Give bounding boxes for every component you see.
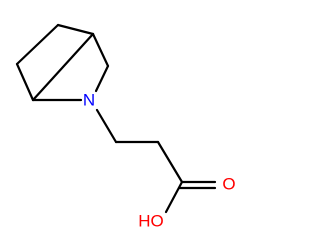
bond-c-beta-to-carboxyl-carbon (156, 140, 184, 184)
bicyclic-ring (15, 23, 110, 102)
bond-carboxyl-carbon-to-hydroxyl (164, 180, 184, 214)
bond-bridgehead-top-to-c1 (56, 23, 95, 36)
propanoic-acid-chain (95, 108, 217, 214)
chemical-structure: N O HO (15, 23, 236, 230)
nitrogen-atom-label: N (83, 90, 95, 109)
bond-bridgehead-top-to-ch2 (91, 32, 110, 68)
bond-methylene-bridge (31, 32, 95, 102)
carbonyl-oxygen-label: O (222, 174, 235, 193)
bond-c1-to-c2 (15, 23, 60, 66)
bond-c2-to-bridgehead-bottom (15, 62, 35, 102)
bond-ch2-to-nitrogen (94, 64, 110, 93)
bond-nitrogen-to-c-alpha (95, 108, 118, 144)
hydroxyl-label: HO (138, 211, 164, 230)
